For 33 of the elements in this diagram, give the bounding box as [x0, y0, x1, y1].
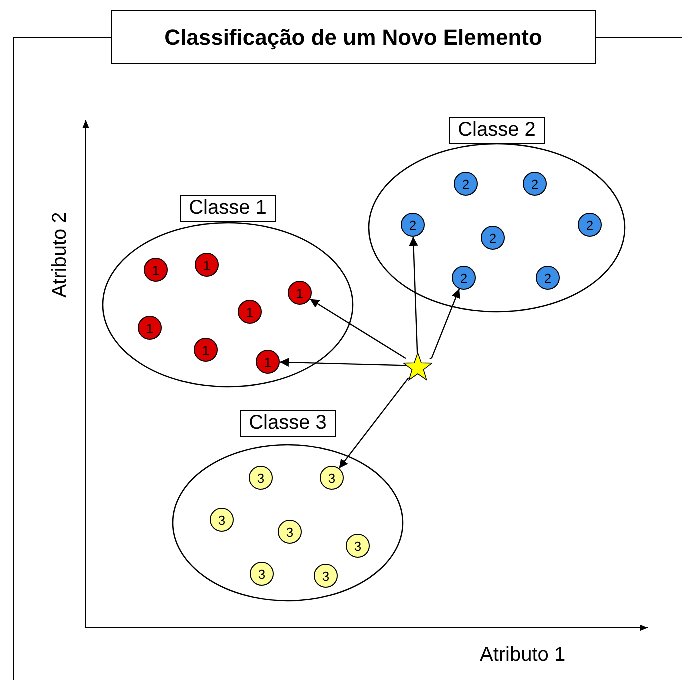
- data-point: 1: [144, 258, 168, 282]
- data-point: 3: [250, 562, 274, 586]
- data-point: 1: [288, 281, 312, 305]
- arrow: [430, 288, 460, 360]
- data-point: 2: [452, 266, 476, 290]
- data-point: 1: [256, 350, 280, 374]
- data-point: 3: [314, 564, 338, 588]
- data-point: 1: [238, 300, 262, 324]
- data-point: 2: [481, 226, 505, 250]
- class-label: Classe 1: [180, 195, 276, 222]
- data-point: 1: [195, 253, 219, 277]
- arrow: [310, 298, 406, 360]
- diagram-title: Classificação de um Novo Elemento: [111, 10, 596, 64]
- arrow: [338, 378, 410, 469]
- data-point: 2: [454, 172, 478, 196]
- star-marker: [403, 351, 433, 381]
- data-point: 3: [249, 466, 273, 490]
- data-point: 2: [523, 172, 547, 196]
- data-point: 2: [578, 213, 602, 237]
- data-point: 3: [278, 520, 302, 544]
- data-point: 3: [320, 466, 344, 490]
- axis-label: Atributo 2: [48, 212, 72, 298]
- arrow: [280, 358, 406, 368]
- class-label: Classe 3: [240, 410, 336, 437]
- axis-label: Atributo 1: [480, 643, 566, 668]
- data-point: 3: [346, 534, 370, 558]
- data-point: 2: [401, 213, 425, 237]
- data-point: 1: [194, 338, 218, 362]
- arrow: [409, 236, 418, 354]
- data-point: 1: [138, 316, 162, 340]
- data-point: 3: [210, 508, 234, 532]
- data-point: 2: [536, 266, 560, 290]
- class-label: Classe 2: [449, 117, 545, 144]
